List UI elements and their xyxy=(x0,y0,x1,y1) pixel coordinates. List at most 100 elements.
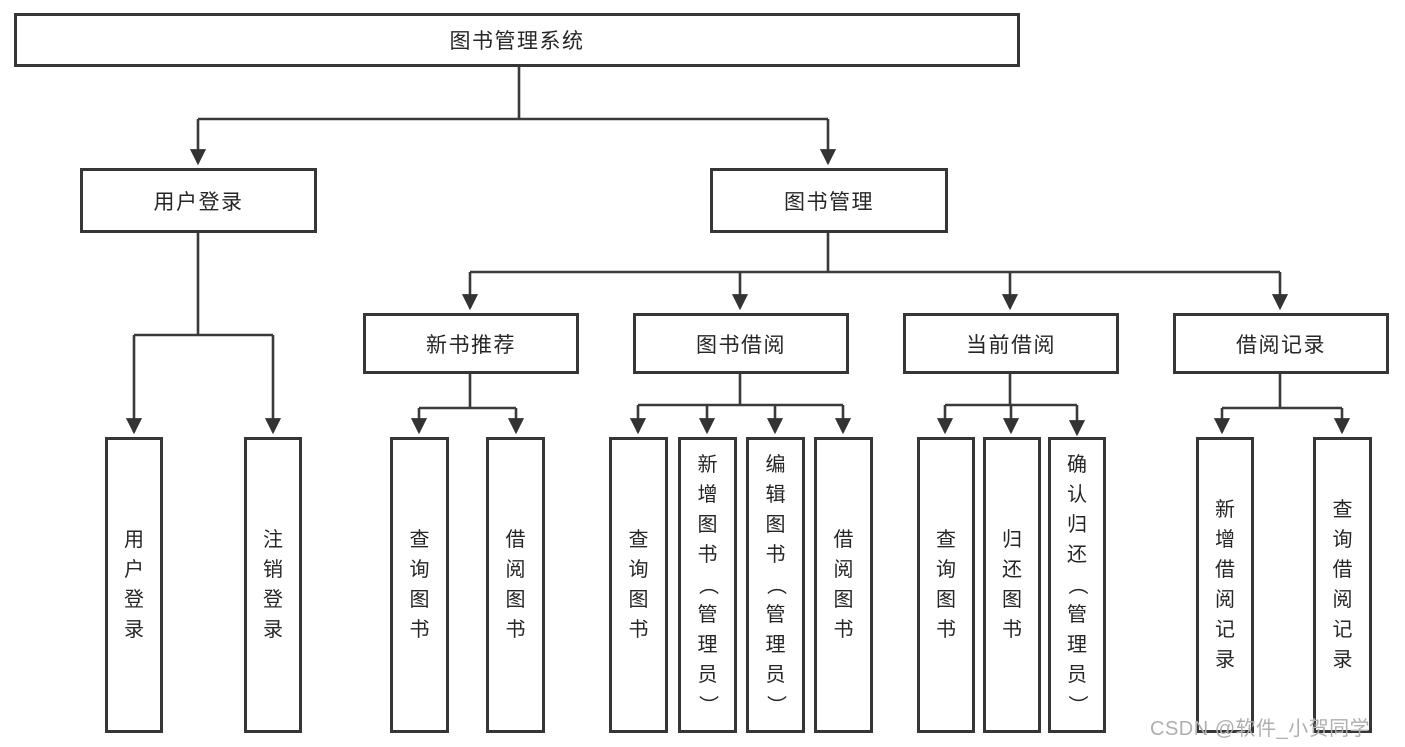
vertical-char: 管 xyxy=(765,604,786,626)
vertical-char: 理 xyxy=(765,634,786,656)
vertical-char: 查 xyxy=(409,529,430,551)
vertical-char: 书 xyxy=(833,619,854,641)
vertical-char: 录 xyxy=(1215,649,1235,671)
vertical-char: 录 xyxy=(263,619,283,641)
node-current-borrowing: 当前借阅 xyxy=(903,313,1119,374)
vertical-char: 归 xyxy=(1067,514,1087,536)
vertical-char: ） xyxy=(764,695,787,715)
node-borrowing-records: 借阅记录 xyxy=(1173,313,1389,374)
vertical-char: 书 xyxy=(505,619,526,641)
edge-skeletons xyxy=(134,67,1342,410)
vertical-char: 销 xyxy=(263,559,283,581)
vertical-char: 理 xyxy=(697,634,718,656)
vertical-char: （ xyxy=(1066,575,1088,595)
vertical-char: 增 xyxy=(1215,529,1235,551)
vertical-char: 书 xyxy=(697,544,718,566)
leaf-records-query-borrow-record: 查询借阅记录 xyxy=(1313,437,1372,733)
vertical-char: 记 xyxy=(1332,619,1353,641)
vertical-char: 户 xyxy=(124,559,144,581)
vertical-char: 书 xyxy=(409,619,430,641)
csdn-watermark: CSDN @软件_小贺同学 xyxy=(1150,718,1371,740)
node-new-book-recommendation: 新书推荐 xyxy=(363,313,579,374)
leaf-borrowing-borrow-books: 借阅图书 xyxy=(814,437,873,733)
edge xyxy=(134,233,273,337)
vertical-char: 新 xyxy=(1215,499,1235,521)
vertical-char: 确 xyxy=(1067,454,1087,476)
vertical-char: 登 xyxy=(124,589,144,611)
vertical-char: 员 xyxy=(1067,664,1087,686)
leaf-newbook-borrow-books: 借阅图书 xyxy=(486,437,545,733)
edge-arrows xyxy=(125,119,1351,437)
leaf-user-login: 用户登录 xyxy=(105,437,163,733)
vertical-char: 图 xyxy=(697,514,718,536)
edge xyxy=(945,374,1077,407)
vertical-char: （ xyxy=(696,575,719,595)
vertical-char: 询 xyxy=(628,559,649,581)
vertical-char: 查 xyxy=(628,529,649,551)
vertical-char: （ xyxy=(764,575,787,595)
vertical-char: 阅 xyxy=(1215,589,1235,611)
edge xyxy=(1222,374,1342,410)
leaf-current-query-books: 查询图书 xyxy=(917,437,975,733)
leaf-records-add-borrow-record: 新增借阅记录 xyxy=(1196,437,1254,733)
node-user-login: 用户登录 xyxy=(80,168,317,233)
vertical-char: 图 xyxy=(765,514,786,536)
vertical-char: 登 xyxy=(263,589,283,611)
node-book-borrowing: 图书借阅 xyxy=(633,313,849,374)
vertical-char: 录 xyxy=(1332,649,1353,671)
vertical-char: 新 xyxy=(697,454,718,476)
edge xyxy=(638,374,843,407)
edge xyxy=(419,374,516,410)
vertical-char: 阅 xyxy=(505,559,526,581)
vertical-char: 管 xyxy=(697,604,718,626)
vertical-char: 借 xyxy=(833,529,854,551)
vertical-char: 管 xyxy=(1067,604,1087,626)
edge xyxy=(470,233,1280,274)
leaf-borrowing-query-books: 查询图书 xyxy=(609,437,668,733)
vertical-char: 询 xyxy=(409,559,430,581)
leaf-newbook-query-books: 查询图书 xyxy=(390,437,449,733)
vertical-char: 查 xyxy=(936,529,956,551)
leaf-borrowing-add-books-admin: 新增图书 （ 管理员 ） xyxy=(678,437,737,733)
vertical-char: 借 xyxy=(505,529,526,551)
vertical-char: ） xyxy=(1066,695,1088,715)
vertical-char: 用 xyxy=(124,529,144,551)
leaf-current-confirm-return-admin: 确认归还 （ 管理员 ） xyxy=(1048,437,1106,733)
vertical-char: 注 xyxy=(263,529,283,551)
vertical-char: 还 xyxy=(1002,559,1022,581)
vertical-char: 阅 xyxy=(1332,589,1353,611)
vertical-char: 归 xyxy=(1002,529,1022,551)
vertical-char: 图 xyxy=(505,589,526,611)
leaf-borrowing-edit-books-admin: 编辑图书（管理员） xyxy=(746,437,805,733)
leaf-logout: 注销登录 xyxy=(244,437,302,733)
vertical-char: 图 xyxy=(833,589,854,611)
vertical-char: 记 xyxy=(1215,619,1235,641)
vertical-char: 认 xyxy=(1067,484,1087,506)
vertical-char: 员 xyxy=(765,664,786,686)
vertical-char: 还 xyxy=(1067,544,1087,566)
edge xyxy=(198,67,828,121)
vertical-char: 借 xyxy=(1215,559,1235,581)
vertical-char: 询 xyxy=(1332,529,1353,551)
vertical-char: 书 xyxy=(1002,619,1022,641)
vertical-char: 增 xyxy=(697,484,718,506)
vertical-char: 借 xyxy=(1332,559,1353,581)
vertical-char: 查 xyxy=(1332,499,1353,521)
vertical-char: 辑 xyxy=(765,484,786,506)
vertical-char: 阅 xyxy=(833,559,854,581)
vertical-char: 书 xyxy=(628,619,649,641)
vertical-char: 图 xyxy=(409,589,430,611)
vertical-char: 编 xyxy=(765,454,786,476)
vertical-char: ） xyxy=(696,695,719,715)
node-library-management-system: 图书管理系统 xyxy=(14,13,1020,67)
vertical-char: 书 xyxy=(936,619,956,641)
vertical-char: 图 xyxy=(1002,589,1022,611)
vertical-char: 询 xyxy=(936,559,956,581)
vertical-char: 理 xyxy=(1067,634,1087,656)
vertical-char: 员 xyxy=(697,664,718,686)
vertical-char: 录 xyxy=(124,619,144,641)
leaf-current-return-books: 归还图书 xyxy=(983,437,1041,733)
node-book-management: 图书管理 xyxy=(710,168,948,233)
